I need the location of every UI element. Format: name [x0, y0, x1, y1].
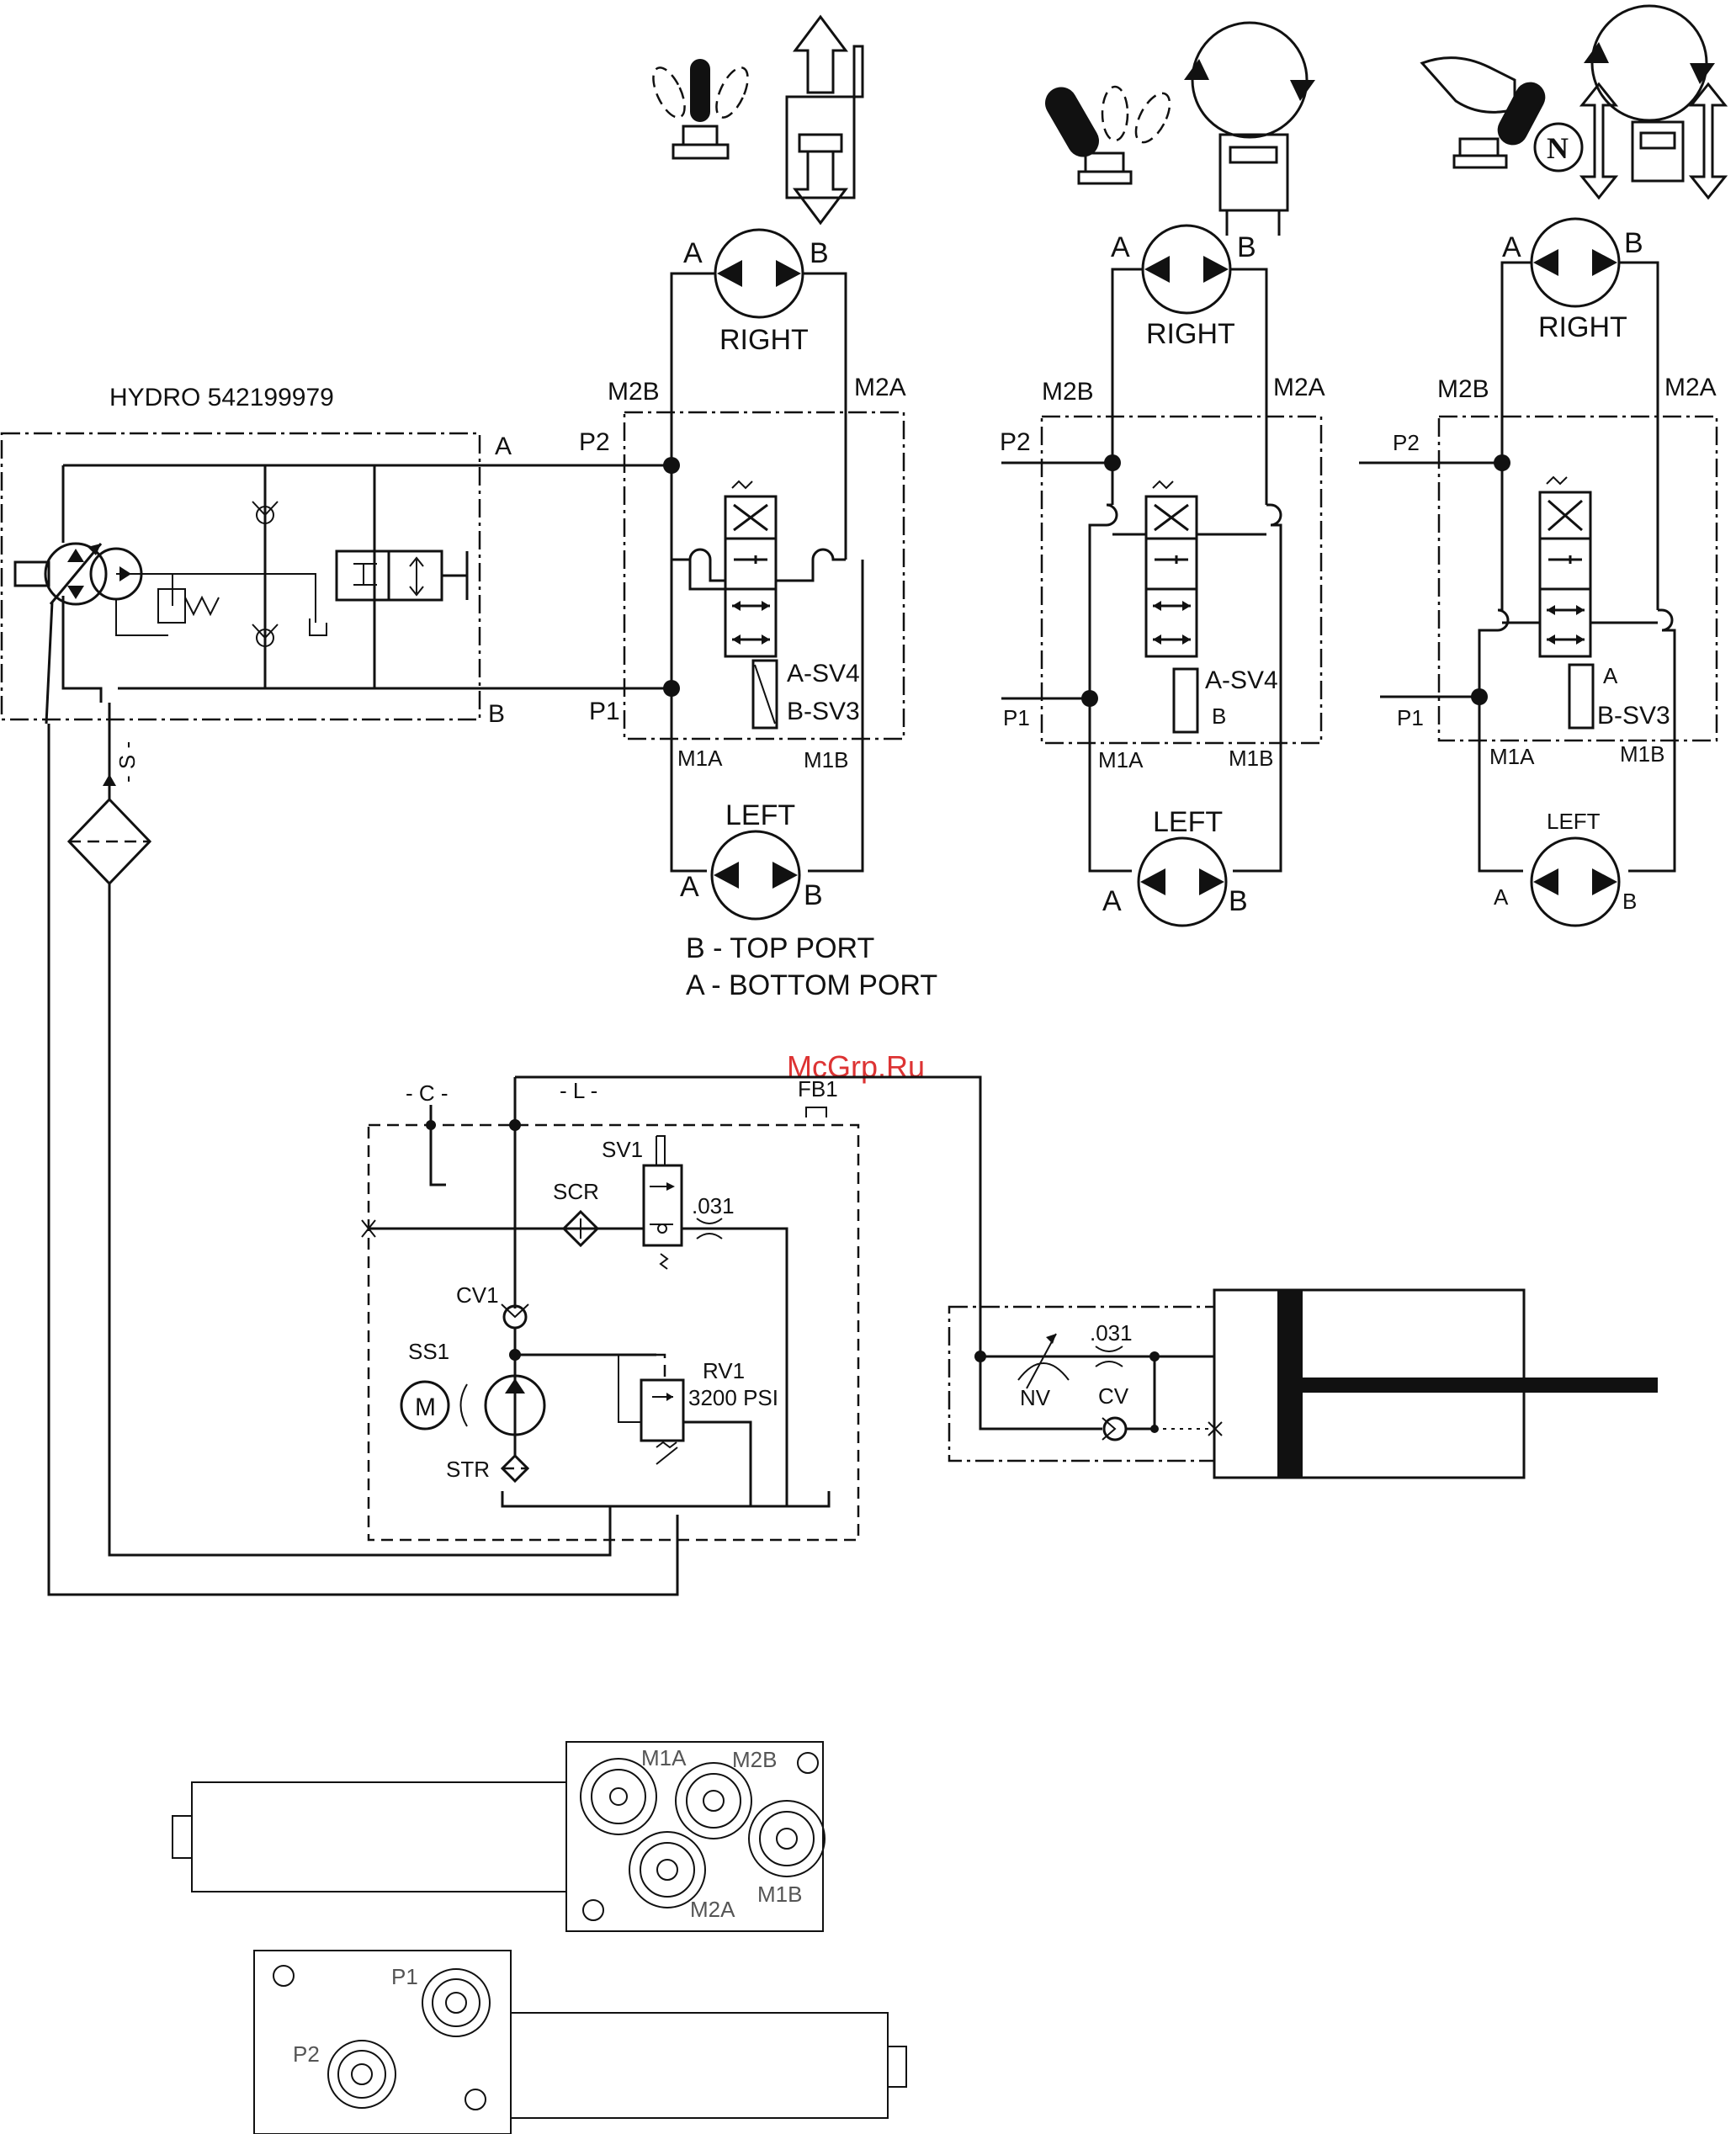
- hydro-port-a: A: [495, 433, 512, 460]
- s1-right-b: B: [810, 237, 829, 269]
- s3-sol-a: A: [1603, 663, 1618, 688]
- lift-orifice: .031: [692, 1193, 735, 1218]
- mt-m2b: M2B: [732, 1747, 777, 1772]
- schematic-state-2: A B RIGHT M2B M2A P2 P1 A-SV4 B M1A M1B …: [1000, 21, 1325, 927]
- neutral-label: N: [1547, 131, 1569, 165]
- s2-sol-b: B: [1212, 703, 1226, 729]
- s3-m1b: M1B: [1620, 741, 1664, 767]
- s2-sol-a: A-SV4: [1205, 666, 1278, 694]
- s1-right-a: A: [683, 237, 703, 269]
- s2-p2: P2: [1000, 428, 1031, 456]
- s1-left-a: A: [680, 871, 699, 903]
- hydro-pump-block: HYDRO 542199979 A B: [0, 384, 672, 728]
- lift-cylinder: NV .031 CV: [948, 1288, 1658, 1479]
- s2-m1b: M1B: [1229, 746, 1273, 771]
- s1-left-b: B: [804, 879, 823, 911]
- rotate-icon: [1184, 21, 1315, 236]
- s3-left-a: A: [1494, 884, 1509, 910]
- s3-right-label: RIGHT: [1538, 311, 1627, 343]
- s1-sol-b: B-SV3: [787, 698, 860, 725]
- lift-str: STR: [446, 1457, 490, 1482]
- lift-rv1: RV1: [703, 1358, 745, 1383]
- manifold-bottom-view: P1 P2: [253, 1950, 907, 2134]
- s3-right-a: A: [1502, 231, 1521, 263]
- legend-top-port: B - TOP PORT: [686, 932, 874, 964]
- suction-label: - S -: [114, 741, 140, 783]
- mb-p2: P2: [293, 2041, 320, 2067]
- s2-m1a: M1A: [1098, 747, 1144, 772]
- s3-m2a: M2A: [1664, 374, 1717, 401]
- cyl-orifice: .031: [1090, 1320, 1133, 1346]
- joystick-up-icon: [652, 59, 749, 160]
- schematic-state-1: A B RIGHT M2B M2A P2 P1 A-SV4 B-SV3 M1A …: [579, 14, 937, 1001]
- lift-lower-arrow-icon: [785, 14, 864, 226]
- s3-right-b: B: [1624, 227, 1643, 259]
- s2-right-a: A: [1111, 231, 1130, 263]
- lift-ss1: SS1: [408, 1339, 449, 1364]
- s3-m1a: M1A: [1489, 744, 1535, 769]
- s2-m2b: M2B: [1042, 378, 1094, 406]
- lift-fb1: FB1: [798, 1076, 838, 1102]
- s3-p1: P1: [1397, 705, 1424, 730]
- lift-cv1: CV1: [456, 1282, 499, 1308]
- cyl-cv: CV: [1098, 1383, 1129, 1409]
- hydro-port-b: B: [488, 700, 505, 728]
- s1-m1a: M1A: [677, 746, 723, 771]
- s2-right-label: RIGHT: [1146, 318, 1235, 350]
- lift-sv1: SV1: [602, 1137, 643, 1162]
- s1-p1: P1: [589, 698, 620, 725]
- s3-sol-b: B-SV3: [1597, 702, 1670, 730]
- lift-c: - C -: [406, 1080, 449, 1106]
- s2-m2a: M2A: [1273, 374, 1325, 401]
- mt-m1b: M1B: [757, 1882, 802, 1907]
- s1-m1b: M1B: [804, 747, 848, 772]
- lift-rv1-psi: 3200 PSI: [688, 1385, 778, 1410]
- s1-right-label: RIGHT: [719, 324, 809, 356]
- s3-left-b: B: [1622, 889, 1637, 914]
- lift-power-unit: - C - - L - FB1 SV1 SCR .031 CV1 RV1: [361, 1075, 982, 1542]
- lift-l: - L -: [560, 1078, 597, 1103]
- legend-bottom-port: A - BOTTOM PORT: [686, 969, 937, 1001]
- mb-p1: P1: [391, 1964, 418, 1989]
- manifold-top-view: M1A M2B M2A M1B: [172, 1741, 826, 1932]
- s2-p1: P1: [1003, 705, 1030, 730]
- lift-motor: M: [415, 1393, 436, 1421]
- s3-m2b: M2B: [1437, 375, 1489, 403]
- mt-m2a: M2A: [690, 1897, 735, 1922]
- s1-left-label: LEFT: [725, 799, 795, 831]
- s2-left-a: A: [1102, 885, 1122, 917]
- rotate-arrows-icon: [1579, 4, 1728, 200]
- s2-right-b: B: [1237, 231, 1256, 263]
- lift-scr: SCR: [553, 1179, 599, 1204]
- s2-left-b: B: [1229, 885, 1248, 917]
- s1-m2b: M2B: [608, 378, 660, 406]
- s1-sol-a: A-SV4: [787, 660, 860, 687]
- schematic-state-3: N A B RIGHT M2B M2A P2 P1: [1359, 4, 1728, 927]
- suction-filter: - S -: [47, 703, 679, 1596]
- s1-p2: P2: [579, 428, 610, 456]
- s1-m2a: M2A: [854, 374, 906, 401]
- hydro-title: HYDRO 542199979: [109, 384, 334, 411]
- s2-left-label: LEFT: [1153, 806, 1223, 838]
- joystick-left-icon: [1045, 85, 1171, 185]
- mt-m1a: M1A: [641, 1745, 687, 1770]
- cyl-nv: NV: [1020, 1385, 1051, 1410]
- s3-p2: P2: [1393, 430, 1420, 455]
- s3-left-label: LEFT: [1547, 809, 1601, 834]
- hand-neutral-icon: N: [1420, 56, 1584, 173]
